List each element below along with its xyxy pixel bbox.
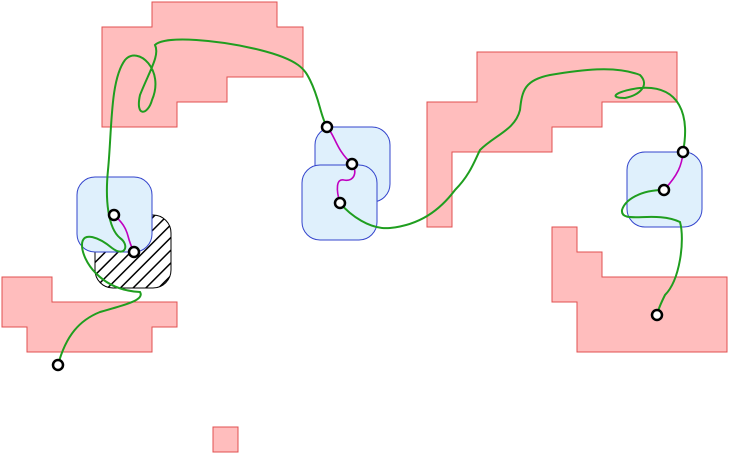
green-trajectory [57, 38, 687, 366]
node-start [51, 358, 65, 372]
node-middle-c [333, 196, 347, 210]
node-right-a [676, 145, 690, 159]
obstacle-bottom-right [551, 226, 728, 353]
node-right-b [657, 183, 671, 197]
node-middle-b [345, 157, 359, 171]
obstacle-top-left [101, 1, 304, 128]
obstacle-left-bottom [1, 276, 178, 353]
node-left-a [107, 208, 121, 222]
obstacle-small-square [212, 426, 239, 453]
node-left-b [127, 245, 141, 259]
magenta-path-middle-bottom [336, 163, 356, 204]
nodes [51, 120, 690, 372]
node-middle-a [320, 120, 334, 134]
node-end [650, 308, 664, 322]
